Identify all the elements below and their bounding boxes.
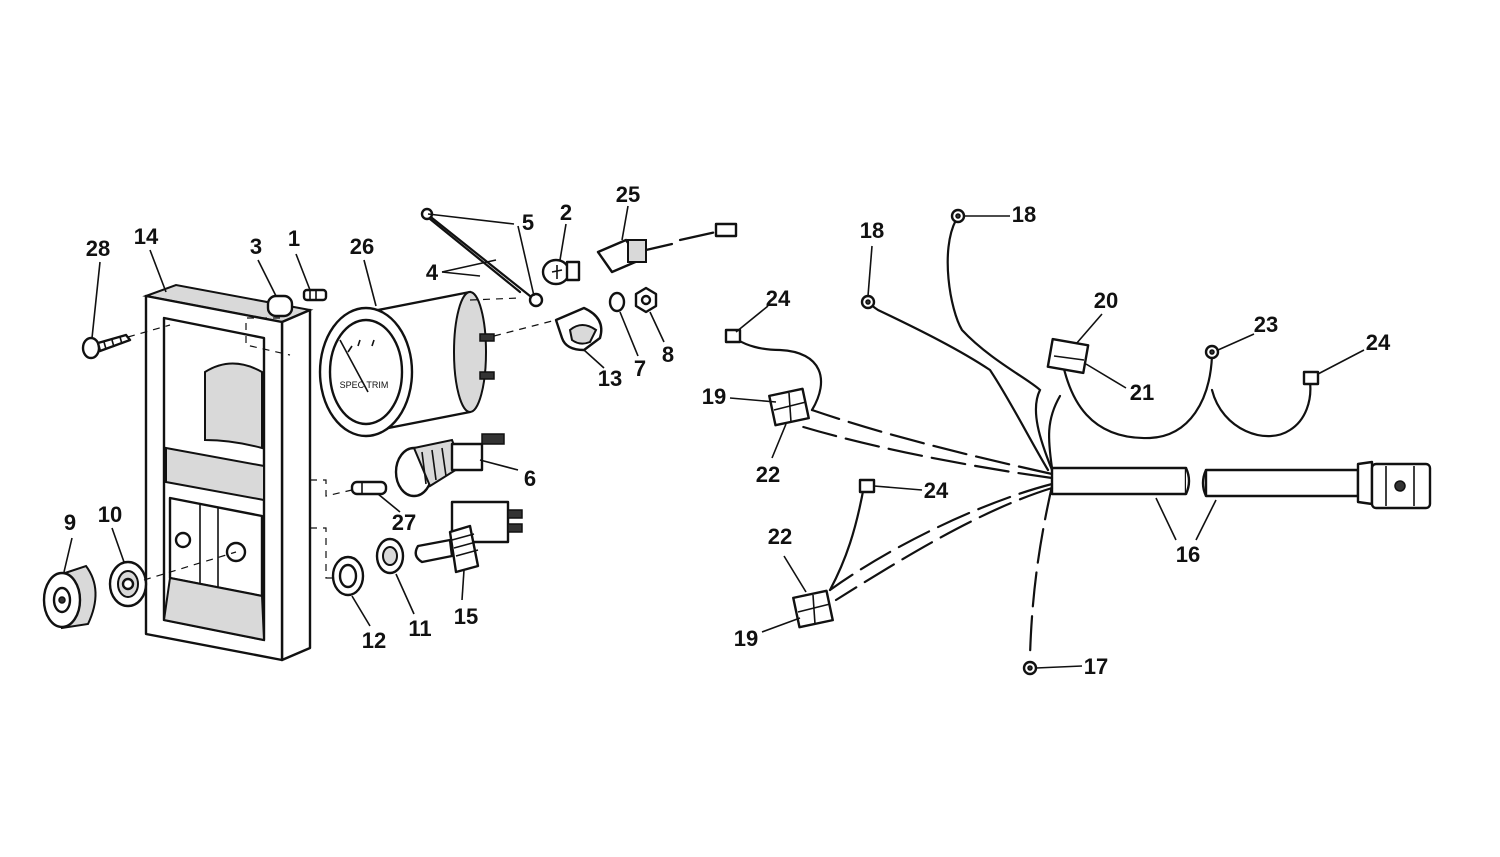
callout-18-left: 18 xyxy=(860,218,884,243)
trim-gauge: SPEC TRIM xyxy=(318,290,495,438)
callout-10: 10 xyxy=(98,502,122,527)
callout-27: 27 xyxy=(392,510,416,535)
ring-terminal-18b xyxy=(860,294,876,310)
callout-4: 4 xyxy=(426,260,439,285)
guide-26 xyxy=(469,297,521,301)
callout-8: 8 xyxy=(662,342,674,367)
callout-2: 2 xyxy=(560,200,572,225)
spade-connector-24a xyxy=(724,328,742,344)
bulb-2 xyxy=(541,258,581,286)
leader-lines xyxy=(63,205,1365,669)
callout-19-upper: 19 xyxy=(702,384,726,409)
callout-18-top: 18 xyxy=(1012,202,1036,227)
callout-12: 12 xyxy=(362,628,386,653)
guide-3 xyxy=(245,317,291,356)
nut-11 xyxy=(375,537,405,575)
fuse-27 xyxy=(350,480,388,496)
nut-8 xyxy=(634,286,658,314)
screw-1 xyxy=(302,288,328,302)
callout-13: 13 xyxy=(598,366,622,391)
ring-terminal-17 xyxy=(1022,660,1038,676)
callout-21: 21 xyxy=(1130,380,1154,405)
guide-10 xyxy=(143,551,237,581)
callout-7: 7 xyxy=(634,356,646,381)
leads-4 xyxy=(420,207,544,308)
guide-26b xyxy=(493,319,557,337)
bracket-13 xyxy=(554,306,603,352)
callout-1: 1 xyxy=(288,226,300,251)
callout-16: 16 xyxy=(1176,542,1200,567)
spacer-3 xyxy=(266,294,294,318)
callout-26: 26 xyxy=(350,234,374,259)
panel-bezel xyxy=(142,283,314,662)
callout-22-upper: 22 xyxy=(756,462,780,487)
callout-5: 5 xyxy=(522,210,534,235)
callout-23: 23 xyxy=(1254,312,1278,337)
callout-28: 28 xyxy=(86,236,110,261)
guide-12 xyxy=(310,527,336,579)
callout-9: 9 xyxy=(64,510,76,535)
spade-connector-24b xyxy=(1302,370,1320,386)
washer-7 xyxy=(608,291,626,313)
connector-20 xyxy=(1046,337,1090,375)
screw-28 xyxy=(81,333,132,360)
switch-6 xyxy=(394,433,505,498)
callout-17: 17 xyxy=(1084,654,1108,679)
callout-11: 11 xyxy=(408,616,431,641)
washer-12 xyxy=(331,555,365,597)
callout-24-middle: 24 xyxy=(924,478,949,503)
callout-24-top-left: 24 xyxy=(766,286,791,311)
connector-housing-lower xyxy=(792,589,834,629)
callout-14: 14 xyxy=(134,224,159,249)
callout-22-lower: 22 xyxy=(768,524,792,549)
ring-terminal-23 xyxy=(1204,344,1220,360)
ring-terminal-18a xyxy=(950,208,966,224)
lower-branch-wires xyxy=(828,482,1054,658)
socket-25 xyxy=(596,222,738,274)
spade-connector-24c xyxy=(858,478,876,494)
callout-15: 15 xyxy=(454,604,478,629)
callout-3: 3 xyxy=(250,234,262,259)
connector-housing-upper xyxy=(768,387,810,427)
nut-10 xyxy=(108,560,148,608)
callout-24-right: 24 xyxy=(1366,330,1391,355)
callout-19-lower: 19 xyxy=(734,626,758,651)
knob-9 xyxy=(42,564,97,630)
toggle-switch-15 xyxy=(414,500,523,574)
callout-labels: 28 14 3 1 26 5 4 2 25 7 8 13 6 27 15 11 … xyxy=(64,182,1391,679)
upper-branch-wires xyxy=(736,218,1312,480)
callout-6: 6 xyxy=(524,466,536,491)
callout-25: 25 xyxy=(616,182,640,207)
callout-20: 20 xyxy=(1094,288,1118,313)
harness-sheath-16 xyxy=(1050,460,1432,510)
guide-6 xyxy=(310,479,353,497)
gauge-face-text: SPEC TRIM xyxy=(340,380,389,390)
